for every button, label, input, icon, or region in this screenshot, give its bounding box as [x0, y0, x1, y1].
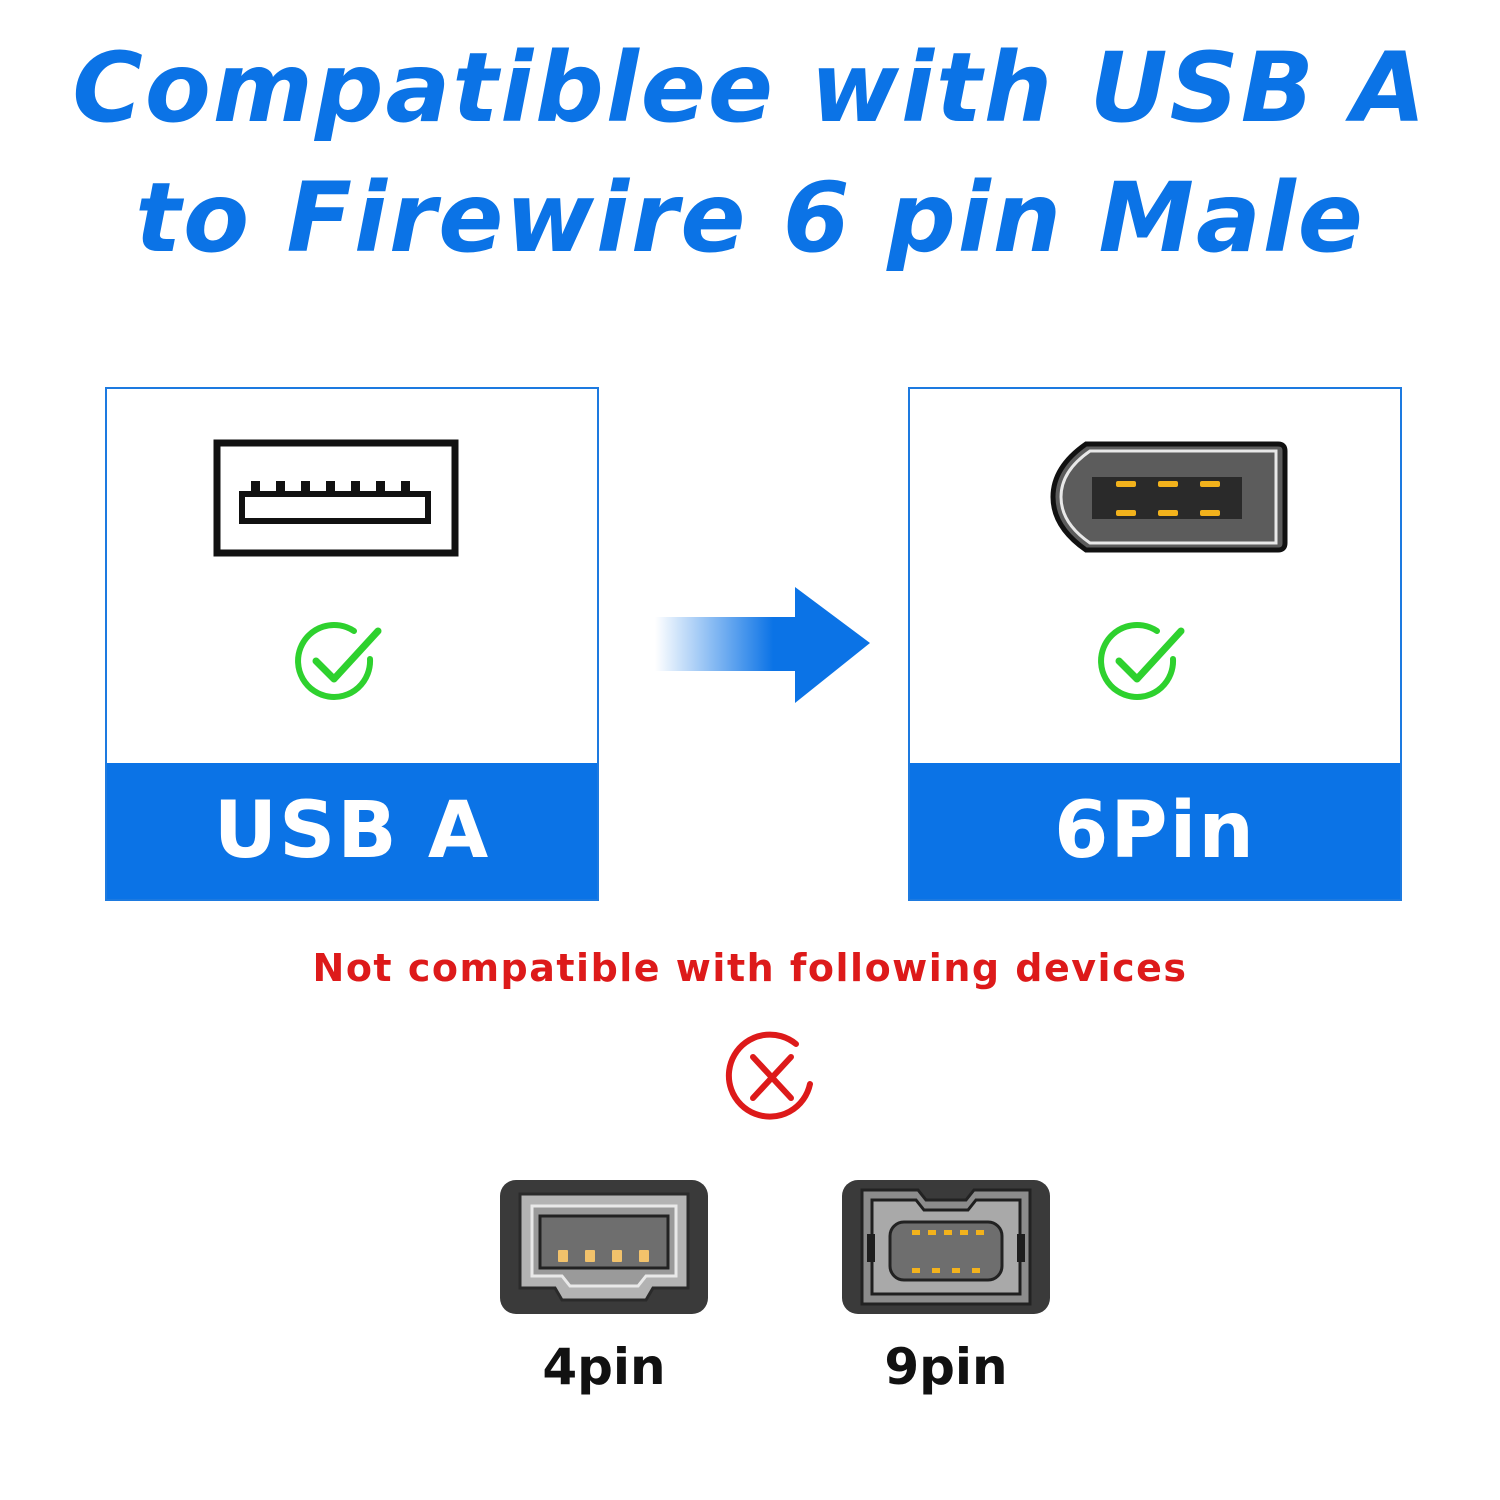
firewire-9pin-label: 9pin: [884, 1338, 1008, 1396]
red-x-icon: [725, 1031, 813, 1120]
headline-line-2: to Firewire 6 pin Male: [135, 162, 1365, 274]
firewire-9pin-port-icon: [842, 1180, 1050, 1314]
firewire-6pin-port-icon: [1050, 441, 1288, 553]
green-check-icon: [295, 621, 382, 700]
firewire-4pin-port-icon: [500, 1180, 708, 1314]
firewire-6pin-label-band: 6Pin: [910, 763, 1400, 899]
headline-line-1: Compatiblee with USB A: [72, 32, 1428, 144]
usb-a-card: USB A: [105, 387, 599, 901]
usb-a-label: USB A: [213, 786, 491, 876]
green-check-icon: [1098, 621, 1185, 700]
usb-a-port-icon: [213, 439, 459, 557]
usb-a-label-band: USB A: [107, 763, 597, 899]
firewire-6pin-card: 6Pin: [908, 387, 1402, 901]
firewire-4pin-item: 4pin: [498, 1178, 710, 1396]
incompatibility-warning: Not compatible with following devices: [312, 946, 1188, 990]
firewire-4pin-label: 4pin: [542, 1338, 666, 1396]
arrow-right-icon: [655, 587, 870, 703]
firewire-9pin-item: 9pin: [840, 1178, 1052, 1396]
firewire-6pin-label: 6Pin: [1054, 786, 1256, 876]
